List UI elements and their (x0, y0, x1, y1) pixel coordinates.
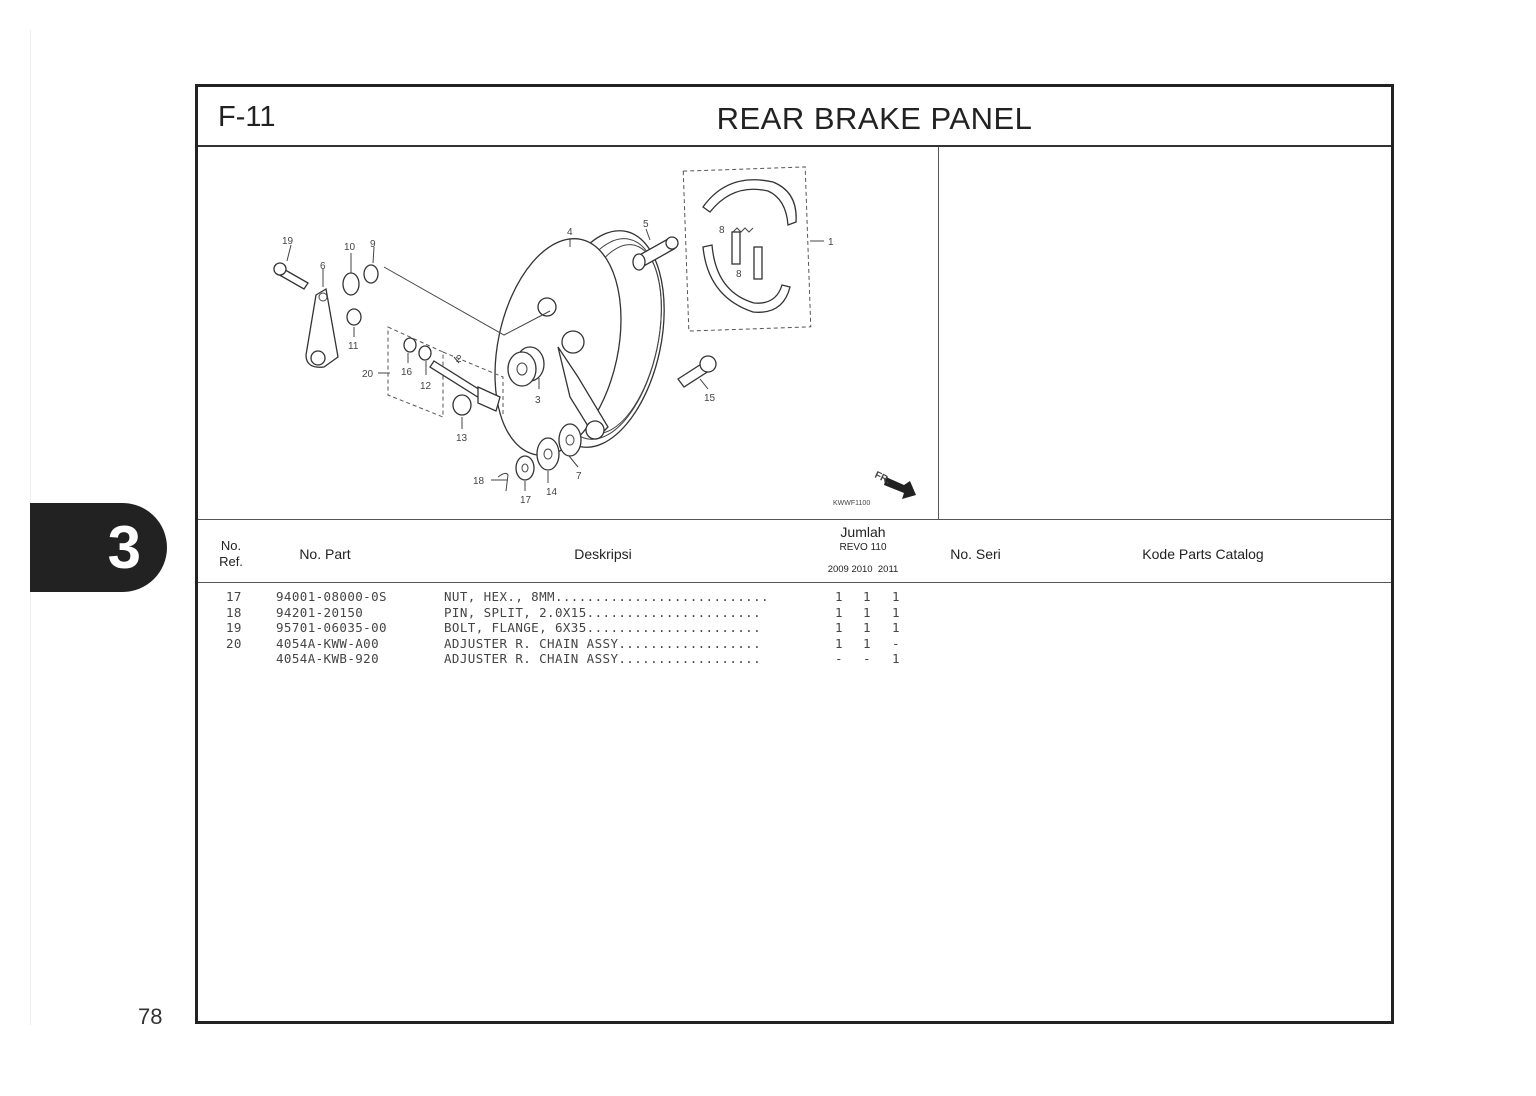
callout-7: 7 (576, 471, 582, 482)
washers-part (497, 423, 582, 492)
leader-lines (286, 228, 824, 491)
table-row: 18 94201-20150 PIN, SPLIT, 2.0X15.......… (226, 604, 900, 620)
callout-2: 2 (456, 354, 462, 365)
callout-8b: 8 (736, 269, 742, 280)
table-header: No. Ref. No. Part Deskripsi Jumlah REVO … (198, 519, 1391, 583)
callout-16: 16 (401, 367, 413, 378)
callout-3: 3 (535, 395, 541, 406)
nut-washer-part (342, 264, 551, 336)
callout-10: 10 (344, 242, 356, 253)
callout-20: 20 (362, 369, 374, 380)
table-row: 17 94001-08000-0S NUT, HEX., 8MM........… (226, 589, 900, 604)
callout-15: 15 (704, 393, 716, 404)
callout-13: 13 (456, 433, 468, 444)
collar-part (507, 346, 545, 387)
drawing-code: KWWF1100 (833, 500, 870, 507)
flange-bolt-part (273, 262, 309, 290)
callout-12: 12 (420, 381, 432, 392)
front-arrow-icon: FR. (873, 470, 916, 499)
callout-9: 9 (370, 239, 376, 250)
section-code: F-11 (218, 101, 276, 133)
table-row: 4054A-KWB-920 ADJUSTER R. CHAIN ASSY....… (276, 651, 900, 666)
callout-8a: 8 (719, 225, 725, 236)
col-model: REVO 110 (839, 542, 887, 553)
parts-table: 17 94001-08000-0S NUT, HEX., 8MM........… (198, 589, 1391, 667)
callout-17: 17 (520, 495, 532, 506)
callout-labels: 1 2 3 4 5 6 7 8 8 9 10 11 12 13 14 15 16… (282, 219, 834, 506)
callout-5: 5 (643, 219, 649, 230)
col-desc: Deskripsi (574, 546, 632, 562)
table-row: 19 95701-06035-00 BOLT, FLANGE, 6X35....… (226, 620, 900, 635)
page-number: 78 (138, 1004, 163, 1029)
torque-link-part (305, 287, 339, 368)
callout-4: 4 (567, 227, 573, 238)
callout-14: 14 (546, 487, 558, 498)
callout-1: 1 (828, 237, 834, 248)
callout-19: 19 (282, 236, 294, 247)
callout-18: 18 (473, 476, 485, 487)
catalog-frame: F-11 REAR BRAKE PANEL (195, 84, 1394, 1024)
table-row: 20 4054A-KWW-A00 ADJUSTER R. CHAIN ASSY.… (226, 635, 900, 651)
pivot-bolt-part (677, 355, 717, 388)
col-jumlah: Jumlah (840, 524, 886, 540)
section-tab: 3 (30, 503, 167, 592)
anchor-pin-part (632, 236, 679, 271)
exploded-diagram: FR. KWWF1100 (198, 147, 939, 519)
page-header: F-11 REAR BRAKE PANEL (198, 87, 1391, 147)
page-title: REAR BRAKE PANEL (716, 101, 1033, 136)
chain-adjuster-assy (387, 326, 504, 418)
brake-shoe-set (682, 166, 812, 332)
callout-6: 6 (320, 261, 326, 272)
brake-panel-part (494, 230, 665, 456)
diagram-drawing: FR. KWWF1100 (273, 166, 916, 507)
col-kode: Kode Parts Catalog (1142, 546, 1264, 562)
col-seri: No. Seri (950, 546, 1001, 562)
callout-11: 11 (348, 341, 359, 352)
col-part: No. Part (299, 546, 351, 562)
col-ref: No. Ref. (219, 538, 243, 569)
blank-panel (939, 147, 1391, 519)
col-years: 2009 2010 2011 (827, 564, 899, 575)
